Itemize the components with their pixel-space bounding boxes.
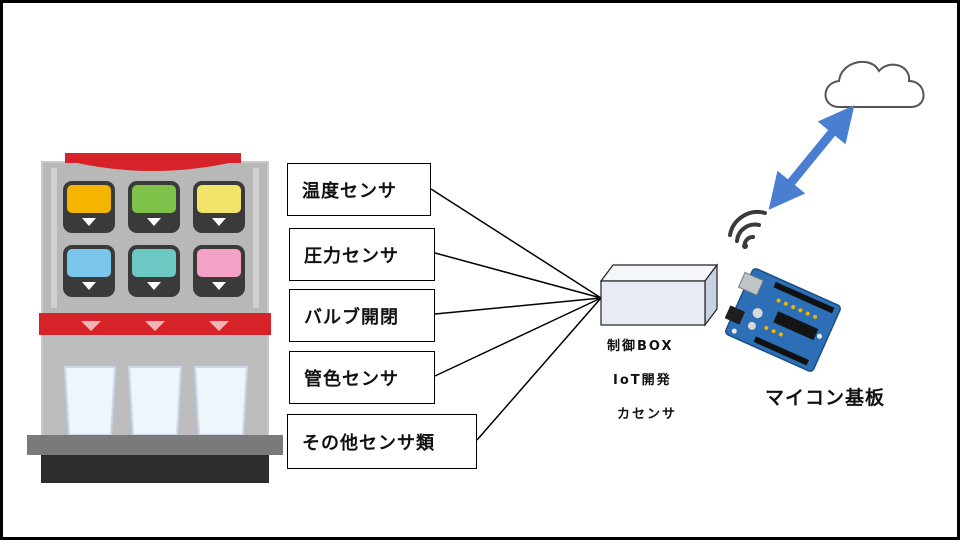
cloud-icon xyxy=(824,61,925,108)
sensor-connection-lines xyxy=(430,188,602,441)
control-box-iot-label: IoT開発 xyxy=(613,373,672,388)
control-box-label: 制御BOX xyxy=(607,339,674,354)
microcontroller-label: マイコン基板 xyxy=(765,387,886,409)
bidirectional-arrow-icon xyxy=(768,105,855,210)
sensor-box-pressure: 圧力センサ xyxy=(289,228,435,281)
arduino-board-icon xyxy=(724,268,841,372)
control-box-icon xyxy=(599,263,719,327)
wifi-signal-icon xyxy=(728,210,767,249)
sensor-box-pipe-color: 管色センサ xyxy=(289,351,435,404)
sensor-box-other: その他センサ類 xyxy=(287,414,477,469)
sensor-box-valve: バルブ開閉 xyxy=(289,289,435,342)
control-box-sensor-label: カセンサ xyxy=(617,407,678,422)
sensor-box-temperature: 温度センサ xyxy=(287,163,431,216)
diagram-graphics xyxy=(27,61,925,483)
drink-dispenser-icon xyxy=(27,153,283,483)
